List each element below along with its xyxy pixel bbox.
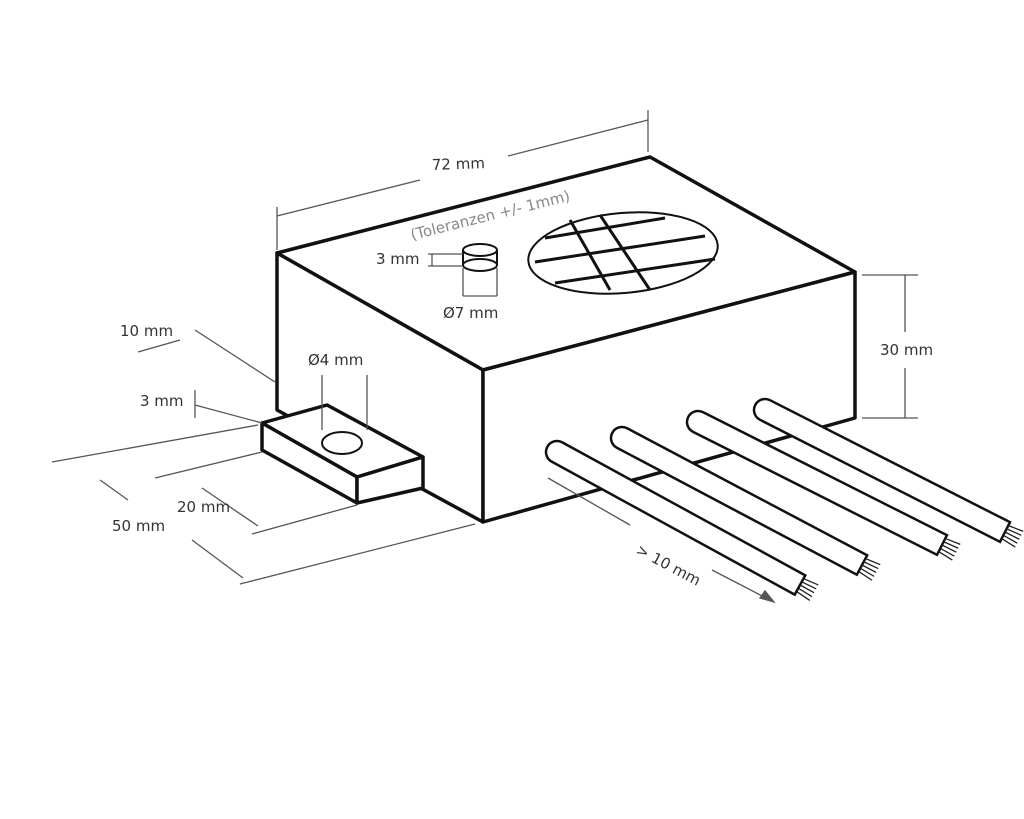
button-diameter-label: Ø7 mm — [443, 304, 498, 322]
tab-width-label: 20 mm — [177, 498, 230, 516]
wire-length-label: > 10 mm — [633, 541, 704, 590]
wire-1 — [544, 439, 819, 601]
dimension-lines — [51, 110, 918, 604]
wire-3 — [685, 409, 961, 561]
depth-label: 50 mm — [112, 517, 165, 535]
tab-length-label: 10 mm — [120, 322, 173, 340]
wire-2 — [609, 425, 881, 581]
speaker-grille — [527, 211, 719, 295]
button-cylinder — [462, 243, 498, 272]
hole-diameter-label: Ø4 mm — [308, 351, 363, 369]
wire-4 — [752, 397, 1024, 548]
mounting-hole — [321, 431, 363, 455]
button-height-label: 3 mm — [376, 250, 420, 268]
wires — [544, 397, 1024, 601]
mounting-tab — [260, 403, 425, 505]
height-label: 30 mm — [880, 341, 933, 359]
length-label: 72 mm — [432, 154, 486, 174]
tab-thickness-label: 3 mm — [140, 392, 184, 410]
